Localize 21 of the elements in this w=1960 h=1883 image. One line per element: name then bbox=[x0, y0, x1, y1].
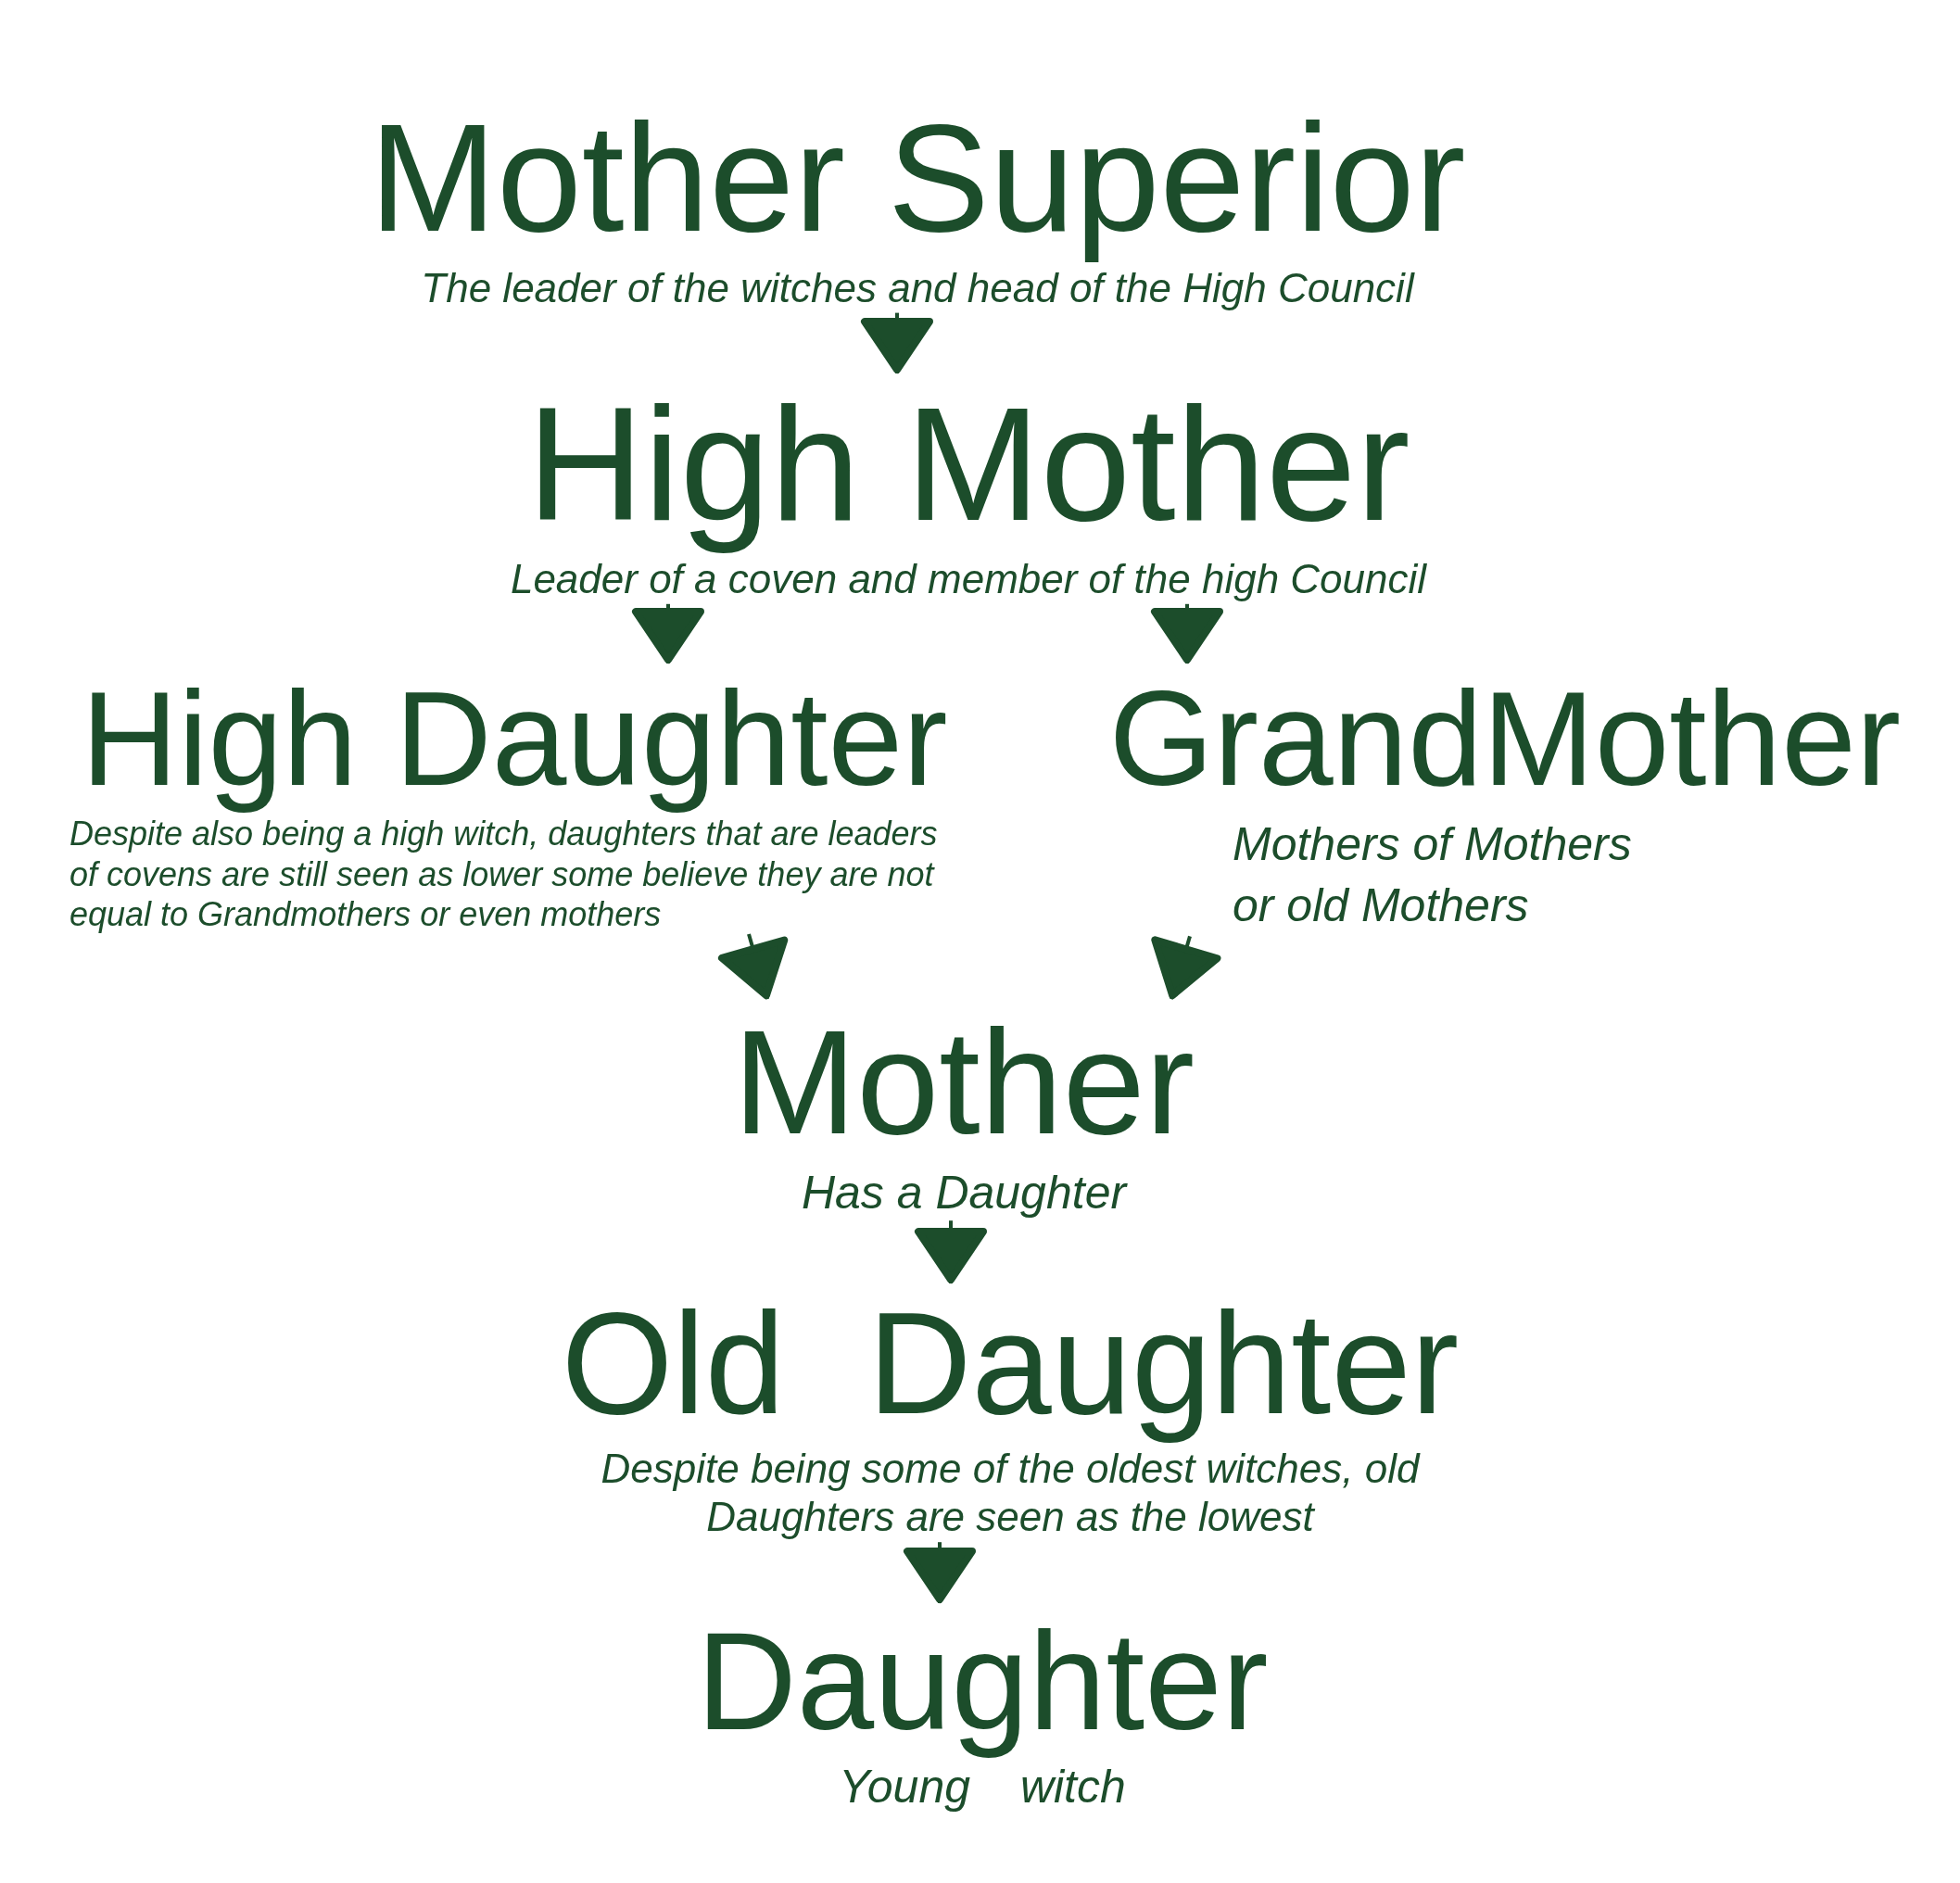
arrow bbox=[915, 1220, 987, 1283]
arrow bbox=[717, 933, 789, 1000]
rank-description: Leader of a coven and member of the high Council bbox=[509, 555, 1428, 603]
rank-title: Old Daughter bbox=[561, 1283, 1460, 1445]
rank-description: Despite being some of the oldest witches, old Daughters are seen as the lowest bbox=[600, 1444, 1422, 1542]
rank-description: Young witch bbox=[838, 1760, 1127, 1814]
arrow bbox=[1151, 603, 1223, 663]
rank-title: Daughter bbox=[696, 1603, 1269, 1759]
arrow bbox=[861, 312, 933, 373]
rank-description: Mothers of Mothers or old Mothers bbox=[1233, 817, 1633, 934]
arrow bbox=[1151, 935, 1221, 1000]
rank-title: GrandMother bbox=[1108, 663, 1902, 815]
rank-title: Mother bbox=[733, 999, 1195, 1166]
arrow bbox=[904, 1542, 976, 1603]
rank-title: High Mother bbox=[526, 373, 1410, 555]
rank-description: Has a Daughter bbox=[800, 1166, 1129, 1221]
rank-title: Mother Superior bbox=[369, 93, 1466, 264]
rank-title: High Daughter bbox=[81, 663, 948, 815]
rank-description: The leader of the witches and head of the High Council bbox=[420, 263, 1416, 312]
rank-description: Despite also being a high witch, daughters that are leaders of covens are still seen as lower some believe they are not equal to Grandmothers or even mothers bbox=[70, 814, 939, 934]
arrow bbox=[632, 603, 704, 663]
